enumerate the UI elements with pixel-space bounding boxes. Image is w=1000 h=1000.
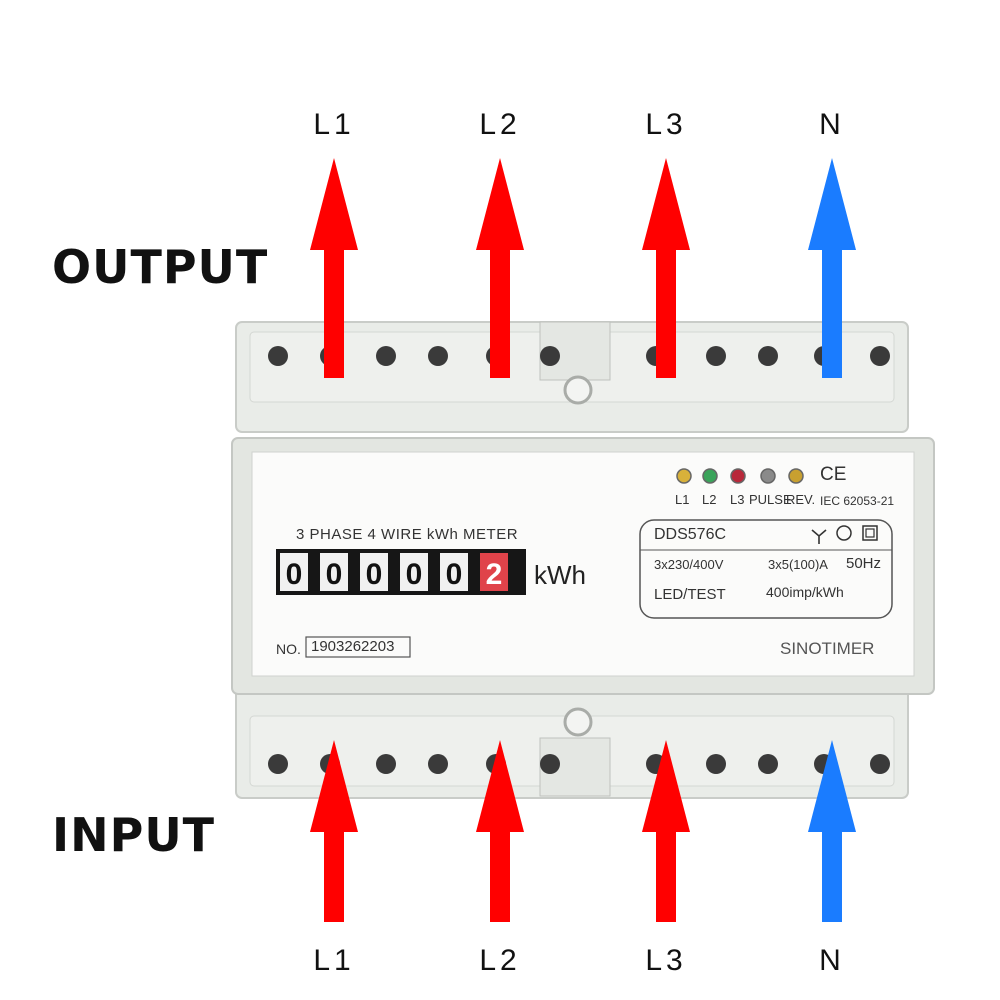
bottom-terminal-screw (706, 754, 726, 774)
top-terminal-screw (870, 346, 890, 366)
indicator-label-rev: REV. (786, 492, 816, 507)
top-terminal-screw (540, 346, 560, 366)
led-test-label: LED/TEST (654, 586, 726, 603)
bottom-terminal-screw (428, 754, 448, 774)
serial-box (305, 636, 411, 658)
top-terminal-screw (376, 346, 396, 366)
wire-arrow (808, 158, 856, 378)
wire-arrow (808, 740, 856, 922)
indicator-label-l3: L3 (730, 492, 745, 507)
meter-title: 3 PHASE 4 WIRE kWh METER (296, 526, 519, 543)
frequency-rating: 50Hz (846, 555, 882, 572)
serial-number: 1903262203 (311, 638, 395, 655)
spec-box (639, 519, 893, 619)
counter-drum (360, 553, 388, 591)
top-wire-label-n: N (819, 108, 845, 141)
counter-unit: kWh (534, 560, 586, 590)
wire-arrow (310, 740, 358, 922)
counter-digit: 0 (446, 558, 463, 591)
ce-mark: CE (820, 464, 847, 485)
top-terminal-screw (428, 346, 448, 366)
serial-prefix: NO. (276, 641, 301, 657)
indicator-label-l2: L2 (702, 492, 717, 507)
model-number: DDS576C (654, 526, 727, 543)
bottom-terminal-screw (540, 754, 560, 774)
counter-drum (280, 553, 308, 591)
top-terminal-screw (758, 346, 778, 366)
voltage-rating: 3x230/400V (654, 557, 724, 572)
counter-drum (400, 553, 428, 591)
standard-label: IEC 62053-21 (820, 494, 895, 508)
bottom-terminal-screw (870, 754, 890, 774)
top-wire-label-l3: L3 (645, 108, 687, 141)
top-wire-label-l2: L2 (479, 108, 521, 141)
counter-digit: 2 (486, 558, 503, 591)
brand-name: SINOTIMER (780, 639, 875, 658)
wire-arrow (642, 158, 690, 378)
bottom-wire-label-l2: L2 (479, 944, 521, 977)
bottom-wire-label-n: N (819, 944, 845, 977)
wire-arrow (642, 740, 690, 922)
counter-drum (480, 553, 508, 591)
counter-drum (440, 553, 468, 591)
input-label: INPUT (52, 808, 216, 862)
indicator-led (676, 468, 692, 484)
top-mount-hole (563, 375, 593, 405)
star-connection-icon (811, 529, 827, 544)
indicator-led (788, 468, 804, 484)
bottom-terminal-screw (268, 754, 288, 774)
counter-digit: 0 (326, 558, 343, 591)
counter-digit: 0 (366, 558, 383, 591)
counter-digit: 0 (406, 558, 423, 591)
double-insulation-icon (862, 525, 878, 541)
output-label: OUTPUT (52, 240, 269, 294)
indicator-label-l1: L1 (675, 492, 690, 507)
bottom-mount-hole (563, 707, 593, 737)
bottom-terminal-screw (758, 754, 778, 774)
class-one-icon (836, 525, 852, 541)
top-terminal-screw (706, 346, 726, 366)
indicator-led (760, 468, 776, 484)
impulse-constant: 400imp/kWh (766, 584, 844, 600)
top-terminal-screw (268, 346, 288, 366)
bottom-terminal-screw (376, 754, 396, 774)
indicator-label-pulse: PULSE (749, 492, 792, 507)
current-rating: 3x5(100)A (768, 557, 828, 572)
wire-arrow (476, 740, 524, 922)
indicator-led (730, 468, 746, 484)
counter-drum (320, 553, 348, 591)
bottom-wire-label-l1: L1 (313, 944, 355, 977)
indicator-led (702, 468, 718, 484)
bottom-wire-label-l3: L3 (645, 944, 687, 977)
wire-arrow (476, 158, 524, 378)
counter-digit: 0 (286, 558, 303, 591)
wire-arrow (310, 158, 358, 378)
top-wire-label-l1: L1 (313, 108, 355, 141)
